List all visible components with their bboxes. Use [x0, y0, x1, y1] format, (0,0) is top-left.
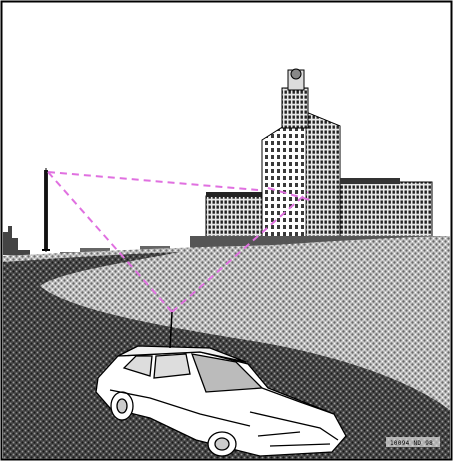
credit-code: 10094 ND 98 [390, 440, 433, 447]
